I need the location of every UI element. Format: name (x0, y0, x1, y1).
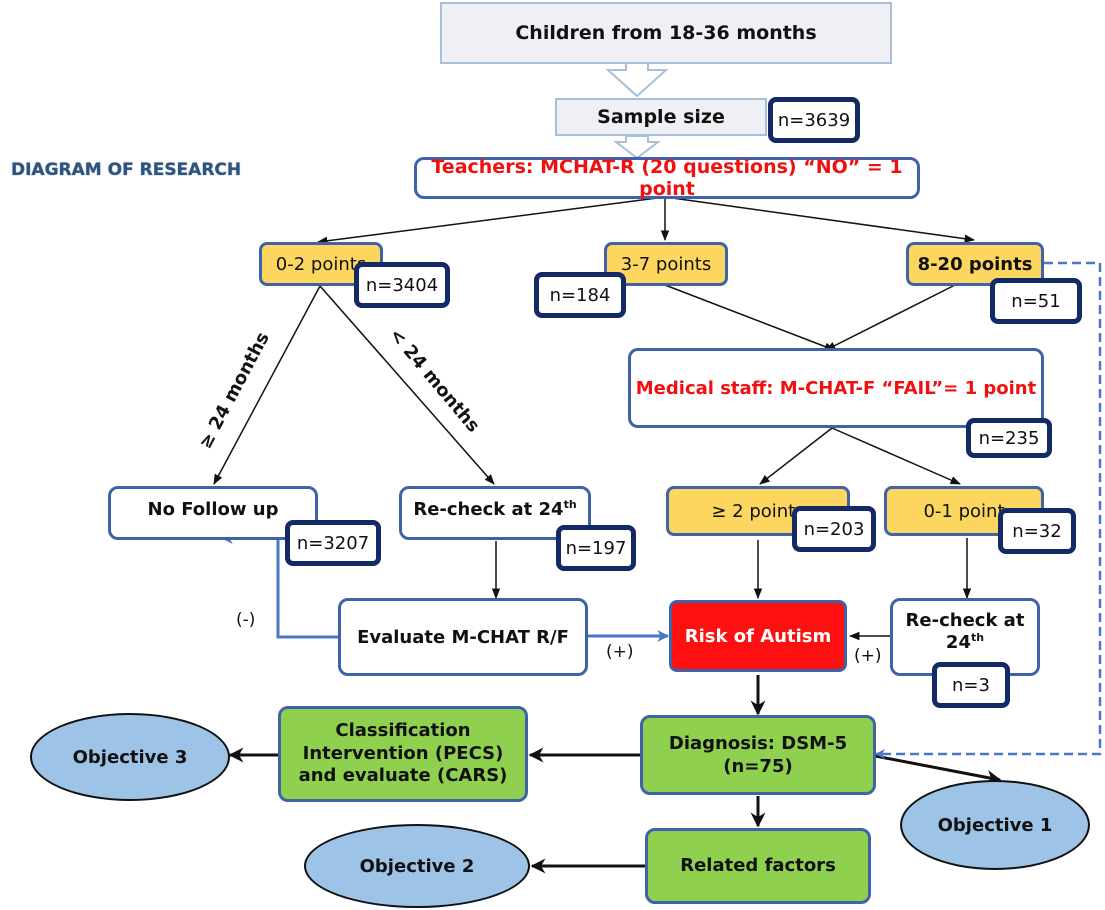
teachers-box: Teachers: MCHAT-R (20 questions) “NO” = … (414, 156, 920, 200)
sample-label: Sample size (597, 106, 725, 128)
edge-high-diagnosis-dashed (875, 261, 1102, 759)
fail-high-count: n=203 (792, 506, 876, 552)
edge-diagnosis-objective1 (869, 753, 1002, 785)
sample-count: n=3639 (768, 97, 860, 143)
population-box: Children from 18-36 months (440, 2, 892, 64)
score-mid-label: 3-7 points (620, 253, 712, 275)
objective-2-ellipse: Objective 2 (304, 824, 530, 908)
teachers-label: Teachers: MCHAT-R (20 questions) “NO” = … (431, 156, 903, 200)
objective-3-label: Objective 3 (72, 746, 188, 768)
objective-1-ellipse: Objective 1 (900, 780, 1090, 870)
fail-high-count-value: n=203 (803, 518, 865, 540)
score-low-count-value: n=3404 (365, 274, 439, 296)
medical-count-value: n=235 (978, 427, 1040, 449)
no-follow-up-count-value: n=3207 (296, 532, 370, 554)
edge-medical-fail-high (759, 427, 833, 485)
sample-count-value: n=3639 (777, 109, 851, 131)
population-label: Children from 18-36 months (515, 22, 817, 44)
diagram-title: DIAGRAM OF RESEARCH (11, 160, 242, 180)
medical-count: n=235 (966, 418, 1052, 458)
edge-teachers-high (664, 196, 976, 243)
recheck-24-label: Re-check at 24 (413, 499, 564, 520)
classification-box: Classification Intervention (PECS) and e… (278, 706, 528, 802)
edge-high-medical (825, 284, 956, 351)
risk-of-autism-box: Risk of Autism (669, 600, 847, 672)
score-high-label: 8-20 points (917, 253, 1033, 275)
recheck-24-count: n=197 (556, 525, 636, 571)
score-low-label: 0-2 points (275, 253, 367, 275)
classification-line3: and evaluate (CARS) (298, 765, 508, 787)
medical-box: Medical staff: M-CHAT-F “FAIL”= 1 point (628, 348, 1044, 428)
score-low-count: n=3404 (354, 262, 450, 308)
fail-low-count-value: n=32 (1012, 520, 1062, 542)
objective-1-label: Objective 1 (937, 814, 1053, 836)
score-mid-count: n=184 (534, 272, 626, 318)
diagnosis-line1: Diagnosis: DSM-5 (668, 732, 848, 754)
score-high-count: n=51 (990, 278, 1082, 324)
diagnosis-line2: (n=75) (723, 756, 793, 777)
recheck-24-second-count: n=3 (932, 662, 1010, 708)
risk-of-autism-label: Risk of Autism (684, 625, 832, 647)
flow-arrow-population-sample (605, 61, 669, 98)
score-mid-count-value: n=184 (549, 284, 611, 306)
recheck-24-sup: th (563, 498, 577, 511)
evaluate-label: Evaluate M-CHAT R/F (357, 626, 569, 648)
diagnosis-box: Diagnosis: DSM-5 (n=75) (640, 715, 876, 795)
positive-sign-right: (+) (854, 646, 882, 666)
flow-arrow-sample-teachers (613, 135, 661, 160)
related-factors-box: Related factors (645, 828, 871, 904)
negative-sign: (-) (236, 610, 256, 630)
classification-line1: Classification (335, 720, 471, 742)
evaluate-box: Evaluate M-CHAT R/F (338, 598, 588, 676)
recheck-24-second-count-value: n=3 (952, 674, 990, 696)
fail-low-count: n=32 (998, 508, 1076, 554)
fail-high-label: ≥ 2 points (711, 500, 805, 522)
recheck-24-second-line2: 24 (945, 631, 971, 653)
edge-medical-fail-low (831, 427, 961, 485)
sample-box: Sample size (555, 98, 767, 136)
score-high-count-value: n=51 (1011, 290, 1061, 312)
no-follow-up-label: No Follow up (147, 498, 279, 520)
edge-low-under24 (319, 285, 495, 485)
objective-3-ellipse: Objective 3 (30, 713, 230, 801)
edge-mid-medical (664, 284, 835, 351)
positive-sign-left: (+) (606, 642, 634, 662)
related-factors-label: Related factors (680, 855, 836, 877)
medical-label: Medical staff: M-CHAT-F “FAIL”= 1 point (635, 377, 1037, 399)
recheck-24-box: Re-check at 24th (399, 486, 591, 540)
edge-teachers-low (316, 196, 666, 245)
classification-line2: Intervention (PECS) (302, 742, 504, 764)
recheck-24-count-value: n=197 (565, 537, 627, 559)
recheck-24-second-sup: th (970, 630, 985, 644)
recheck-24-second-line1: Re-check at (905, 609, 1025, 631)
fail-low-label: 0-1 point (923, 500, 1005, 522)
objective-2-label: Objective 2 (359, 855, 475, 877)
no-follow-up-box: No Follow up (108, 486, 318, 540)
edge-low-over24 (213, 285, 321, 485)
no-follow-up-count: n=3207 (285, 520, 381, 566)
